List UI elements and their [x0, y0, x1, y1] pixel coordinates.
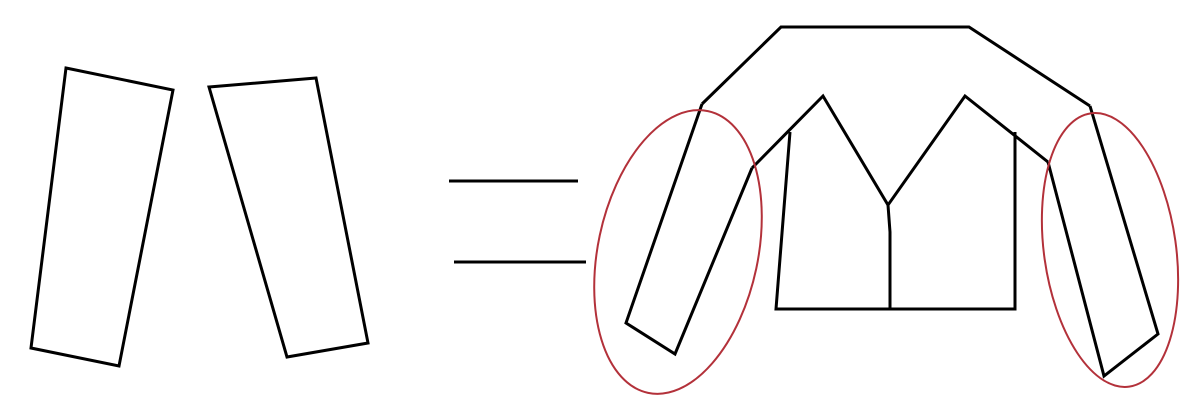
garment-body-outline: [752, 96, 1048, 205]
garment-body-panel: [776, 132, 1015, 309]
left-sleeve-piece: [626, 104, 752, 354]
center-seam: [888, 205, 890, 309]
right-rectangle: [209, 78, 368, 357]
equals-sign: [449, 181, 586, 262]
right-sleeve-highlight-ellipse: [1025, 104, 1183, 396]
left-sleeve-highlight-ellipse: [570, 95, 786, 396]
separate-pieces-group: [31, 68, 368, 366]
assembled-garment-group: [626, 27, 1158, 376]
collar-outline: [702, 27, 1090, 106]
left-rectangle: [31, 68, 173, 366]
